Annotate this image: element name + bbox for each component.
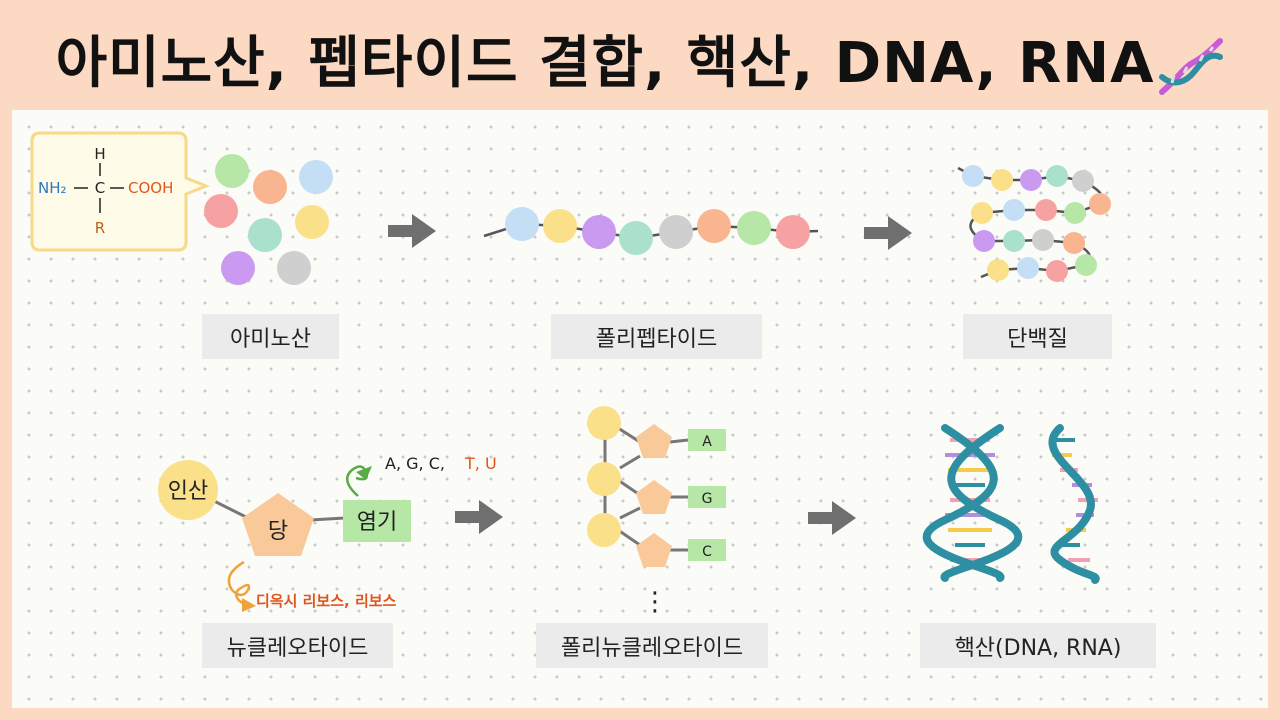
peptide-residue bbox=[659, 215, 693, 249]
base-box bbox=[688, 429, 726, 451]
formula-amine: NH₂ bbox=[38, 179, 67, 197]
phosphate-label: 인산 bbox=[168, 479, 208, 504]
page-title: 아미노산, 펩타이드 결합, 핵산, DNA, RNA bbox=[0, 18, 1280, 108]
peptide-residue bbox=[697, 209, 731, 243]
sugar-curl-arrow-icon bbox=[227, 560, 251, 607]
phosphate-circle bbox=[587, 513, 621, 547]
protein-residue bbox=[1072, 170, 1094, 192]
peptide-residue bbox=[619, 221, 653, 255]
protein-residue bbox=[1020, 169, 1042, 191]
polypeptide-chain bbox=[483, 207, 819, 255]
continuation-ellipsis: ⋮ bbox=[642, 587, 668, 617]
label-protein: 단백질 bbox=[963, 314, 1112, 359]
protein-residue bbox=[1003, 230, 1025, 252]
amino-acid-circle bbox=[248, 218, 282, 252]
nucleotide-structure: 인산 당 염기 A, G, C, T, U 디옥시 리보스, 리보스 bbox=[158, 454, 497, 612]
phosphate-circle bbox=[158, 460, 218, 520]
phosphate-circle bbox=[587, 406, 621, 440]
formula-c: C bbox=[95, 179, 105, 197]
amino-acid-circle bbox=[215, 154, 249, 188]
label-nucleotide: 뉴클레오타이드 bbox=[202, 623, 393, 668]
peptide-residue bbox=[737, 211, 771, 245]
base-c: C bbox=[702, 544, 712, 560]
label-nucleic-acid: 핵산(DNA, RNA) bbox=[920, 623, 1156, 668]
sugar-pentagon bbox=[636, 533, 672, 567]
amino-acid-circle bbox=[277, 251, 311, 285]
protein-residue bbox=[971, 202, 993, 224]
protein-residue bbox=[1017, 257, 1039, 279]
base-box bbox=[688, 486, 726, 508]
protein-residue bbox=[973, 230, 995, 252]
sugar-pentagon bbox=[636, 480, 672, 514]
amino-acid-circle bbox=[253, 170, 287, 204]
peptide-residue bbox=[776, 215, 810, 249]
protein-residue bbox=[1089, 193, 1111, 215]
arrow-to-polypeptide bbox=[388, 214, 436, 248]
label-polypeptide: 폴리펩타이드 bbox=[551, 314, 762, 359]
protein-residue bbox=[991, 169, 1013, 191]
peptide-residue bbox=[505, 207, 539, 241]
protein-residue bbox=[1035, 199, 1057, 221]
amino-acid-circle bbox=[295, 205, 329, 239]
diagram-panel bbox=[12, 110, 1268, 708]
protein-residue bbox=[1075, 254, 1097, 276]
amino-acid-circle bbox=[204, 194, 238, 228]
sugar-pentagon bbox=[242, 493, 314, 556]
sugar-pentagon bbox=[636, 424, 672, 458]
polynucleotide-structure: A G C ⋮ bbox=[587, 406, 726, 617]
base-types-extra: T, U bbox=[464, 454, 497, 473]
label-amino-acid: 아미노산 bbox=[202, 314, 339, 359]
protein-residue bbox=[1046, 260, 1068, 282]
arrow-to-nucleic-acid bbox=[808, 501, 856, 535]
formula-h: H bbox=[94, 145, 105, 163]
base-label: 염기 bbox=[357, 510, 397, 535]
sugar-types: 디옥시 리보스, 리보스 bbox=[256, 592, 397, 610]
title-text: 아미노산, 펩타이드 결합, 핵산, DNA, RNA bbox=[55, 31, 1155, 96]
peptide-residue bbox=[582, 215, 616, 249]
amino-acid-formula-bubble: H NH₂ C COOH R bbox=[30, 131, 211, 252]
dna-double-helix-icon bbox=[922, 424, 1023, 582]
dna-emoji-icon bbox=[1159, 37, 1224, 95]
amino-acid-circles bbox=[204, 154, 333, 285]
protein-residue bbox=[1032, 229, 1054, 251]
base-box bbox=[343, 500, 411, 542]
base-g: G bbox=[702, 491, 713, 507]
base-box bbox=[688, 539, 726, 561]
rna-single-strand-icon bbox=[1048, 424, 1100, 584]
peptide-residue bbox=[543, 209, 577, 243]
label-polynucleotide: 폴리뉴클레오타이드 bbox=[536, 623, 768, 668]
protein-residue bbox=[987, 259, 1009, 281]
protein-residue bbox=[1063, 232, 1085, 254]
arrow-to-polynucleotide bbox=[455, 500, 503, 534]
phosphate-circle bbox=[587, 462, 621, 496]
sugar-label: 당 bbox=[268, 519, 288, 544]
base-types-list: A, G, C, bbox=[385, 454, 445, 473]
amino-acid-circle bbox=[221, 251, 255, 285]
amino-acid-circle bbox=[299, 160, 333, 194]
protein-folded-chain bbox=[957, 165, 1111, 282]
protein-residue bbox=[962, 165, 984, 187]
formula-r: R bbox=[95, 219, 105, 237]
protein-residue bbox=[1003, 199, 1025, 221]
protein-residue bbox=[1064, 202, 1086, 224]
formula-carboxyl: COOH bbox=[128, 179, 173, 197]
arrow-to-protein bbox=[864, 216, 912, 250]
base-a: A bbox=[702, 434, 712, 450]
protein-residue bbox=[1046, 165, 1068, 187]
